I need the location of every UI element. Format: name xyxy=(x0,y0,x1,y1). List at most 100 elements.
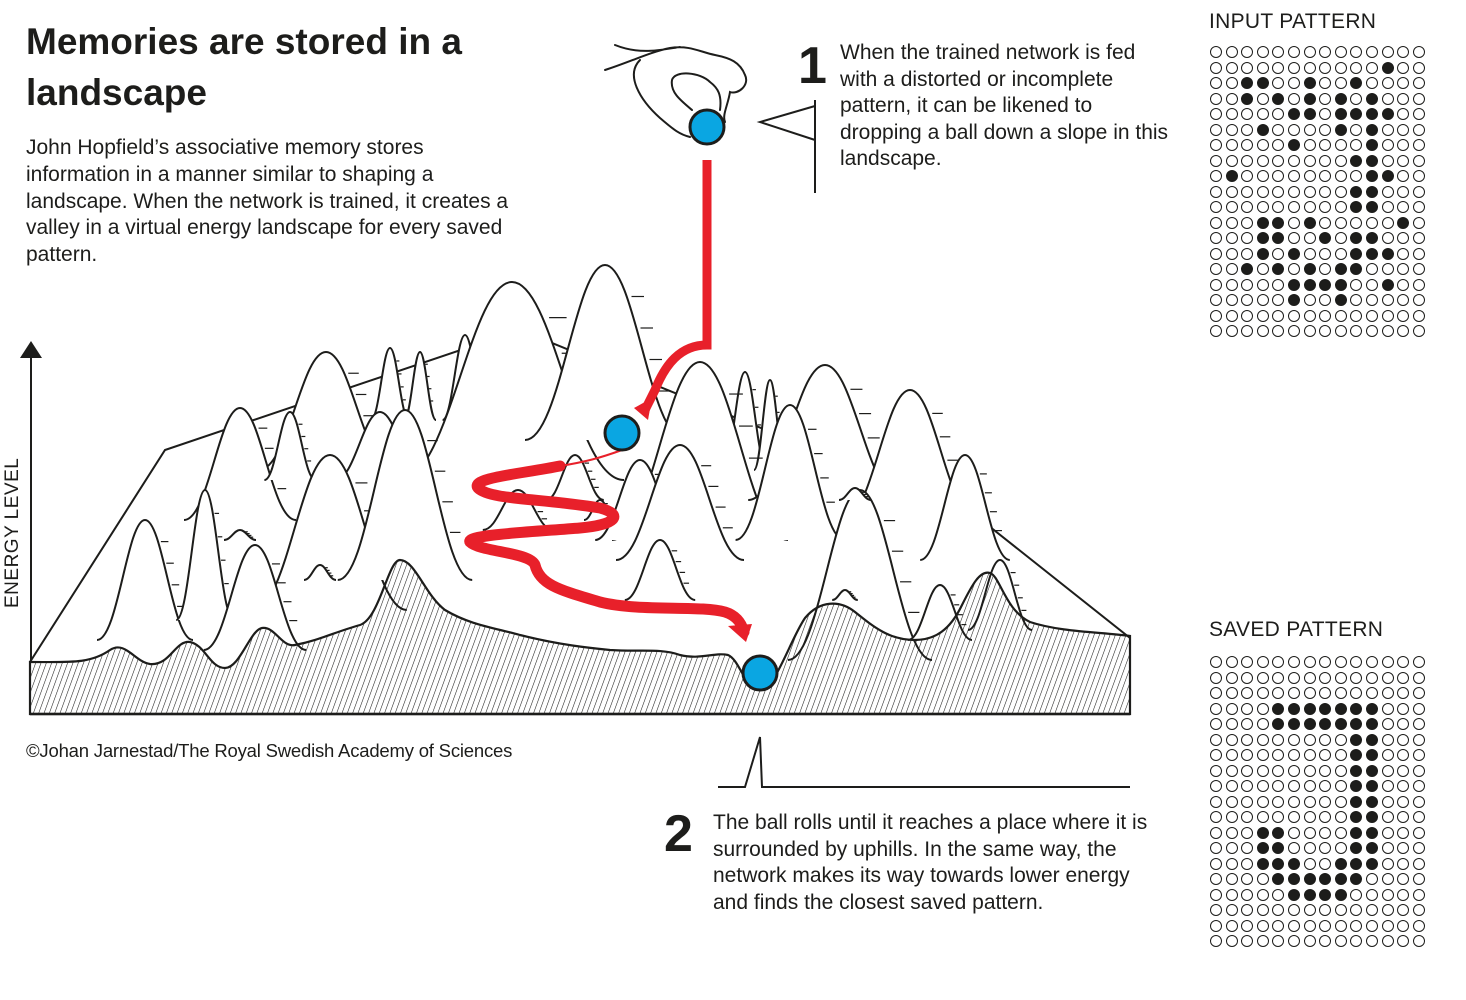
dot-empty xyxy=(1397,811,1410,823)
dot-empty xyxy=(1303,749,1316,761)
dot-empty xyxy=(1210,687,1222,699)
dot-empty xyxy=(1225,263,1238,275)
dot-empty xyxy=(1288,154,1300,167)
dot-empty xyxy=(1272,46,1285,58)
dot-filled xyxy=(1288,139,1300,151)
dot-empty xyxy=(1319,671,1332,684)
landscape-peak xyxy=(96,518,194,641)
dot-empty xyxy=(1303,294,1316,306)
dot-filled xyxy=(1334,702,1347,715)
dot-empty xyxy=(1288,46,1300,58)
dot-empty xyxy=(1241,687,1254,699)
dot-empty xyxy=(1225,935,1238,947)
dot-filled xyxy=(1350,718,1363,730)
dot-empty xyxy=(1210,139,1222,151)
dot-filled xyxy=(1303,873,1316,885)
dot-empty xyxy=(1350,309,1363,322)
dot-empty xyxy=(1272,247,1285,260)
dot-empty xyxy=(1350,671,1363,684)
dot-empty xyxy=(1350,888,1363,901)
dot-filled xyxy=(1381,108,1394,120)
dot-empty xyxy=(1381,216,1394,229)
dot-empty xyxy=(1303,139,1316,151)
dot-empty xyxy=(1412,185,1425,198)
dot-filled xyxy=(1288,857,1300,870)
dot-empty xyxy=(1397,294,1410,306)
dot-empty xyxy=(1303,247,1316,260)
dot-filled xyxy=(1381,61,1394,74)
dot-empty xyxy=(1225,733,1238,746)
dot-filled xyxy=(1256,857,1269,870)
dot-empty xyxy=(1319,687,1332,699)
dot-empty xyxy=(1241,216,1254,229)
dot-empty xyxy=(1412,733,1425,746)
dot-empty xyxy=(1256,702,1269,715)
dot-empty xyxy=(1241,309,1254,322)
dot-empty xyxy=(1210,185,1222,198)
dot-empty xyxy=(1412,904,1425,916)
dot-empty xyxy=(1381,201,1394,213)
dot-filled xyxy=(1381,170,1394,182)
landscape-peak xyxy=(919,453,1011,561)
dot-empty xyxy=(1210,656,1222,668)
dot-empty xyxy=(1210,201,1222,213)
dot-empty xyxy=(1381,92,1394,105)
dot-empty xyxy=(1381,702,1394,715)
dot-empty xyxy=(1225,873,1238,885)
dot-empty xyxy=(1366,873,1378,885)
dot-empty xyxy=(1272,77,1285,89)
dot-empty xyxy=(1319,77,1332,89)
dot-empty xyxy=(1210,216,1222,229)
dot-empty xyxy=(1350,325,1363,337)
dot-empty xyxy=(1272,904,1285,916)
dot-empty xyxy=(1381,764,1394,777)
dot-empty xyxy=(1350,294,1363,306)
dot-empty xyxy=(1210,325,1222,337)
dot-filled xyxy=(1350,733,1363,746)
dot-empty xyxy=(1210,671,1222,684)
landscape-peak xyxy=(303,563,337,581)
dot-filled xyxy=(1334,294,1347,306)
dot-empty xyxy=(1210,733,1222,746)
dot-empty xyxy=(1288,671,1300,684)
ball-valley xyxy=(741,654,779,692)
dot-filled xyxy=(1319,702,1332,715)
dot-filled xyxy=(1381,247,1394,260)
dot-empty xyxy=(1225,857,1238,870)
dot-empty xyxy=(1241,935,1254,947)
dot-empty xyxy=(1350,278,1363,291)
dot-empty xyxy=(1303,826,1316,839)
dot-filled xyxy=(1334,92,1347,105)
landscape-peak xyxy=(369,346,411,421)
dot-empty xyxy=(1241,733,1254,746)
dot-empty xyxy=(1288,842,1300,854)
dot-empty xyxy=(1256,61,1269,74)
dot-empty xyxy=(1366,278,1378,291)
dot-empty xyxy=(1412,919,1425,932)
dot-filled xyxy=(1350,185,1363,198)
dot-empty xyxy=(1412,764,1425,777)
dot-empty xyxy=(1319,919,1332,932)
dot-empty xyxy=(1350,687,1363,699)
dot-empty xyxy=(1241,718,1254,730)
dot-empty xyxy=(1256,764,1269,777)
dot-empty xyxy=(1412,935,1425,947)
dot-empty xyxy=(1397,873,1410,885)
dot-filled xyxy=(1334,718,1347,730)
dot-filled xyxy=(1272,232,1285,244)
dot-filled xyxy=(1288,888,1300,901)
dot-filled xyxy=(1272,718,1285,730)
dot-empty xyxy=(1210,826,1222,839)
dot-empty xyxy=(1272,278,1285,291)
dot-empty xyxy=(1303,154,1316,167)
dot-filled xyxy=(1288,278,1300,291)
dot-empty xyxy=(1241,108,1254,120)
landscape-peak xyxy=(337,408,473,581)
landscape-peak xyxy=(223,528,257,541)
dot-empty xyxy=(1303,325,1316,337)
dot-filled xyxy=(1241,263,1254,275)
dot-empty xyxy=(1412,780,1425,792)
dot-empty xyxy=(1366,888,1378,901)
dot-empty xyxy=(1366,77,1378,89)
dot-empty xyxy=(1381,77,1394,89)
